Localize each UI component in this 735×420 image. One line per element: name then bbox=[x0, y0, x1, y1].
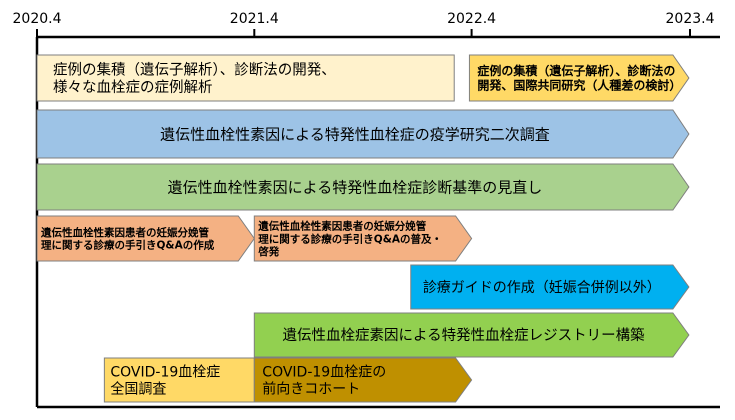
task-bar-shape bbox=[36, 54, 455, 102]
task-label-line: 全国調査 bbox=[110, 381, 166, 398]
task-label-line: COVID-19血栓症の bbox=[262, 365, 386, 381]
task-bar-shape bbox=[468, 54, 690, 102]
task-registry: 遺伝性血栓症素因による特発性血栓症レジストリー構築 bbox=[253, 312, 690, 358]
tick-label: 2020.4 bbox=[13, 11, 62, 27]
task-label-line: 開発、国際共同研究（人種差の検討） bbox=[477, 78, 681, 93]
task-label-line: 診療ガイドの作成（妊娠合併例以外） bbox=[423, 279, 661, 296]
task-label-line: 前向きコホート bbox=[262, 381, 360, 398]
task-label-line: 啓発 bbox=[258, 245, 279, 258]
task-label-line: 遺伝性血栓症素因による特発性血栓症レジストリー構築 bbox=[283, 326, 646, 344]
task-label-line: 様々な血栓症の症例解析 bbox=[53, 79, 213, 96]
task-label-line: 理に関する診療の手引きQ&Aの作成 bbox=[41, 239, 215, 252]
task-bar-shape bbox=[36, 215, 255, 262]
task-diagnostic-criteria: 遺伝性血栓性素因による特発性血栓症診断基準の見直し bbox=[36, 163, 690, 211]
task-label-line: 遺伝性血栓性素因による特発性血栓症の疫学研究二次調査 bbox=[160, 125, 550, 143]
task-bar-shape bbox=[410, 264, 690, 310]
task-epidemiology-survey: 遺伝性血栓性素因による特発性血栓症の疫学研究二次調査 bbox=[36, 109, 690, 159]
task-clinical-guide: 診療ガイドの作成（妊娠合併例以外） bbox=[410, 264, 690, 310]
task-bar-shape bbox=[36, 109, 690, 159]
task-bar-shape bbox=[253, 357, 473, 403]
task-label-line: 理に関する診療の手引きQ&Aの普及・ bbox=[258, 232, 442, 245]
tick-label: 2022.4 bbox=[447, 11, 496, 27]
task-label-line: COVID-19血栓症 bbox=[110, 365, 220, 381]
task-bar-shape bbox=[253, 312, 690, 358]
task-label-line: 症例の集積（遺伝子解析）、診断法の bbox=[477, 63, 675, 78]
task-case-accumulation-1: 症例の集積（遺伝子解析）、診断法の開発、様々な血栓症の症例解析 bbox=[36, 54, 455, 102]
task-bar-shape bbox=[36, 163, 690, 211]
task-bars: 症例の集積（遺伝子解析）、診断法の開発、様々な血栓症の症例解析症例の集積（遺伝子… bbox=[36, 54, 690, 403]
task-label-line: 遺伝性血栓性素因による特発性血栓症診断基準の見直し bbox=[168, 178, 543, 196]
task-label-line: 遺伝性血栓性素因患者の妊娠分娩管 bbox=[257, 219, 426, 232]
task-case-accumulation-2: 症例の集積（遺伝子解析）、診断法の開発、国際共同研究（人種差の検討） bbox=[468, 54, 690, 102]
task-label-line: 症例の集積（遺伝子解析）、診断法の開発、 bbox=[53, 61, 336, 78]
tick-label: 2023.4 bbox=[666, 11, 715, 27]
tick-label: 2021.4 bbox=[230, 11, 279, 27]
task-bar-shape bbox=[253, 215, 473, 262]
task-label-line: 遺伝性血栓性素因患者の妊娠分娩管 bbox=[40, 226, 209, 239]
